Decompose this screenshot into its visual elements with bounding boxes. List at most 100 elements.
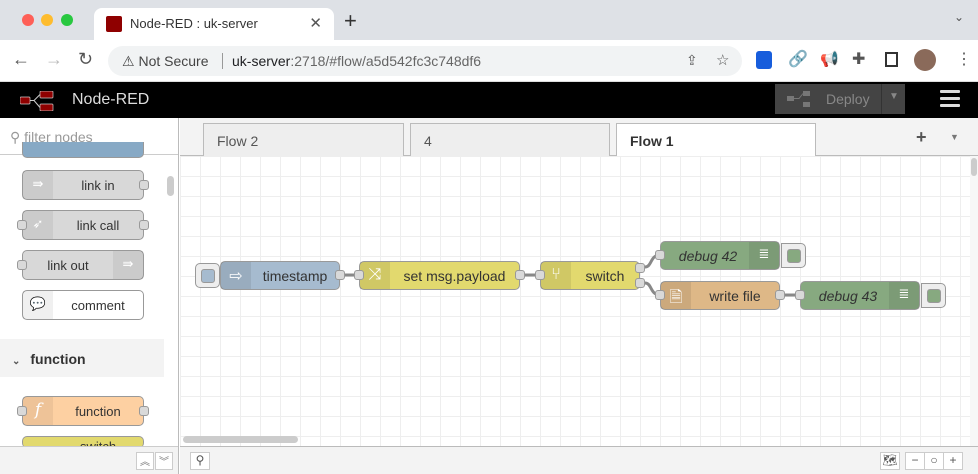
tab-label: Flow 2 — [217, 133, 259, 149]
warning-icon: ⚠ — [122, 53, 135, 69]
palette-node-switch[interactable]: switch — [22, 436, 144, 448]
deploy-dropdown-icon[interactable]: ▼ — [889, 91, 899, 102]
node-red-favicon-icon — [106, 16, 122, 32]
tab-4[interactable]: 4 — [410, 123, 610, 156]
tab-list-dropdown-icon[interactable]: ▼ — [950, 132, 959, 142]
node-red-logo-icon — [20, 91, 54, 111]
flow-node-debug-42[interactable]: debug 42 ≣ — [655, 241, 780, 270]
bookmark-star-icon[interactable]: ☆ — [716, 52, 730, 69]
search-flows-icon[interactable]: ⚲ — [190, 452, 210, 470]
palette-node-link-out[interactable]: ⇛ link out — [17, 250, 144, 280]
url-host: uk-server — [232, 53, 291, 69]
link-out-icon: ⇛ — [113, 251, 143, 279]
minimize-window-button[interactable] — [41, 14, 53, 26]
bitwarden-extension-icon[interactable] — [756, 51, 772, 69]
palette-node-link-call[interactable]: ➶ link call — [17, 210, 149, 240]
node-label: link in — [81, 178, 115, 193]
reload-icon[interactable]: ↻ — [78, 49, 94, 69]
workspace-tabs: Flow 2 4 Flow 1 + ▼ — [180, 118, 978, 157]
tab-title: Node-RED : uk-server — [130, 16, 258, 31]
deploy-label: Deploy — [826, 91, 870, 107]
navigator-map-icon[interactable]: 🗺 — [880, 452, 900, 470]
palette-scrollbar[interactable] — [167, 176, 174, 196]
switch-icon: ⑂ — [541, 262, 571, 289]
node-label: switch — [79, 439, 117, 448]
palette-node-partial[interactable] — [22, 142, 144, 158]
flow-node-debug-43[interactable]: debug 43 ≣ — [795, 281, 920, 310]
share-icon[interactable]: ⇪ — [686, 52, 698, 68]
zoom-in-button[interactable]: + — [943, 452, 963, 470]
link-call-icon: ➶ — [23, 211, 53, 239]
comment-icon: 💬 — [23, 291, 53, 319]
tab-flow-2[interactable]: Flow 2 — [203, 123, 404, 156]
shuffle-icon: ⤨ — [360, 262, 390, 289]
flow-node-switch[interactable]: ⑂ switch — [535, 261, 645, 290]
extensions-puzzle-icon[interactable]: ✚ — [852, 51, 866, 68]
close-tab-icon[interactable]: ✕ — [309, 15, 322, 32]
palette-node-link-in[interactable]: ⇛ link in — [22, 170, 149, 200]
new-tab-button[interactable]: + — [344, 8, 357, 33]
debug-toggle-button[interactable] — [781, 243, 806, 268]
url-input[interactable]: ⚠ Not Secure uk-server:2718/#flow/a5d542… — [108, 46, 742, 76]
function-icon: f — [23, 397, 53, 425]
node-label: function — [75, 404, 121, 419]
debug-toggle-button[interactable] — [921, 283, 946, 308]
palette-node-comment[interactable]: 💬comment — [22, 290, 144, 320]
profile-avatar[interactable] — [914, 49, 936, 71]
deploy-icon — [787, 91, 810, 107]
node-label: link out — [47, 258, 89, 273]
flow-node-write-file[interactable]: 🗎 write file — [655, 281, 785, 310]
link-in-icon: ⇛ — [23, 171, 53, 199]
back-icon[interactable]: ← — [12, 49, 30, 69]
browser-tab[interactable]: Node-RED : uk-server ✕ — [94, 8, 334, 40]
deploy-button[interactable]: Deploy ▼ — [775, 84, 905, 114]
collapse-all-button[interactable]: ︽ — [136, 452, 154, 470]
megaphone-extension-icon[interactable]: 📢 — [820, 51, 839, 68]
main-menu-icon[interactable] — [940, 90, 960, 111]
debug-list-icon: ≣ — [889, 282, 919, 309]
flow-canvas[interactable]: ⇨timestamp ⤨ set msg.payload ⑂ switch debu… — [180, 156, 970, 446]
canvas-vertical-scrollbar[interactable] — [970, 156, 978, 446]
tab-flow-1[interactable]: Flow 1 — [616, 123, 816, 157]
maximize-window-button[interactable] — [61, 14, 73, 26]
link-extension-icon[interactable]: 🔗 — [788, 51, 808, 68]
close-window-button[interactable] — [22, 14, 34, 26]
zoom-out-button[interactable]: − — [905, 452, 925, 470]
inject-trigger-button[interactable] — [195, 263, 220, 288]
flow-node-timestamp[interactable]: ⇨timestamp — [220, 261, 345, 290]
not-secure-label: Not Secure — [138, 53, 209, 69]
category-label: function — [30, 351, 86, 367]
node-label: switch — [585, 268, 625, 284]
node-label: timestamp — [262, 268, 328, 284]
tab-label: 4 — [424, 133, 432, 149]
node-red-header: Node-RED Deploy ▼ — [0, 82, 978, 118]
node-label: debug 42 — [678, 248, 738, 264]
url-path: :2718/#flow/a5d542fc3c748df6 — [290, 53, 482, 69]
node-label: link call — [76, 218, 120, 233]
palette-footer: ︽ ︾ — [0, 446, 178, 474]
node-label: write file — [709, 288, 761, 304]
node-label: debug 43 — [818, 288, 878, 304]
debug-list-icon: ≣ — [749, 242, 779, 269]
address-bar-row: ← → ↻ ⚠ Not Secure uk-server:2718/#flow/… — [0, 40, 978, 82]
forward-icon[interactable]: → — [45, 49, 63, 69]
side-panel-icon[interactable] — [885, 52, 898, 67]
palette-node-function[interactable]: f function — [17, 396, 149, 426]
filter-placeholder: filter nodes — [24, 129, 93, 145]
node-label: set msg.payload — [403, 268, 506, 284]
workspace-footer: ⚲ 🗺 − ○ + — [180, 446, 978, 474]
add-flow-icon[interactable]: + — [916, 127, 927, 147]
expand-all-button[interactable]: ︾ — [155, 452, 173, 470]
chevron-down-icon: ⌄ — [12, 356, 21, 367]
zoom-reset-button[interactable]: ○ — [924, 452, 944, 470]
tab-search-chevron-icon[interactable]: ⌄ — [953, 10, 964, 24]
browser-tab-strip: Node-RED : uk-server ✕ + ⌄ — [0, 0, 978, 40]
category-function-header[interactable]: ⌄ function — [0, 339, 164, 377]
canvas-horizontal-scrollbar[interactable] — [183, 436, 298, 443]
flow-node-set-msg-payload[interactable]: ⤨ set msg.payload — [354, 261, 525, 290]
app-title: Node-RED — [72, 91, 150, 108]
palette-sidebar: ⚲ filter nodes ⇛link in ➶link call ⇛link… — [0, 118, 179, 474]
file-icon: 🗎 — [661, 282, 691, 309]
browser-menu-icon[interactable]: ⋮ — [956, 51, 972, 68]
tab-label: Flow 1 — [630, 133, 674, 149]
